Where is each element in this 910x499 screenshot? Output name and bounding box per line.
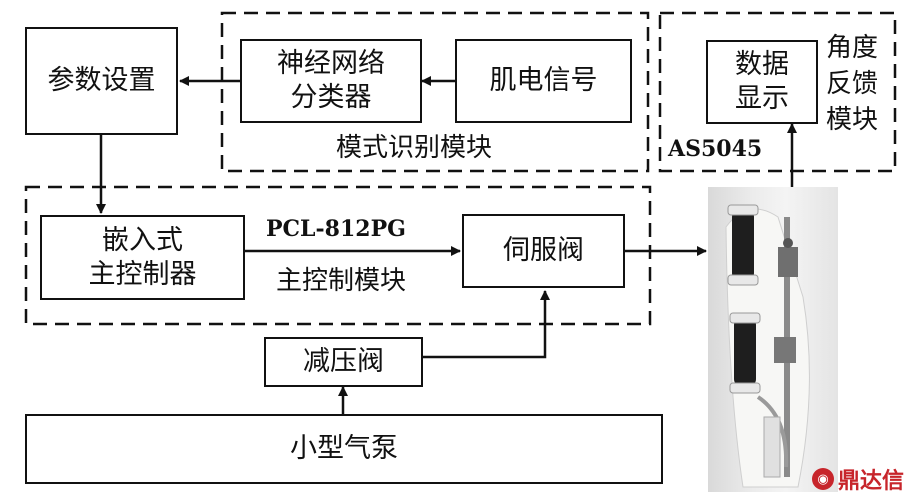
nn-classifier-label: 神经网络 分类器 — [277, 48, 385, 113]
small-air-pump-block: 小型气泵 — [25, 414, 663, 484]
main-control-label: 主控制模块 — [276, 266, 407, 296]
watermark-text: 鼎达信 — [837, 469, 904, 494]
data-display-block: 数据 显示 — [706, 40, 818, 124]
watermark-logo-icon: ◉ — [811, 468, 834, 490]
pressure-reducing-valve-label: 减压阀 — [303, 346, 384, 377]
small-air-pump-label: 小型气泵 — [290, 433, 398, 464]
emg-signal-block: 肌电信号 — [455, 39, 632, 123]
pressure-reducing-valve-block: 减压阀 — [264, 337, 423, 387]
pattern-recognition-frame — [220, 11, 650, 173]
daq-card-label: PCL-812PG — [266, 216, 406, 242]
servo-valve-block: 伺服阀 — [462, 214, 625, 288]
watermark: ◉ 鼎达信 — [811, 463, 904, 495]
param-setting-label: 参数设置 — [47, 65, 156, 96]
data-display-label: 数据 显示 — [735, 49, 789, 114]
emg-signal-label: 肌电信号 — [489, 65, 598, 96]
sensor-label: AS5045 — [668, 136, 763, 162]
angle-feedback-frame — [658, 11, 897, 173]
arrow-reducer-to-servo — [423, 290, 550, 359]
angle-feedback-label: 角度 反馈 模块 — [826, 33, 879, 135]
param-setting-block: 参数设置 — [25, 27, 178, 135]
pattern-recognition-label: 模式识别模块 — [336, 133, 493, 163]
main-control-frame — [24, 185, 652, 326]
nn-classifier-block: 神经网络 分类器 — [240, 39, 422, 123]
exoskeleton-device-photo — [708, 187, 838, 492]
embedded-controller-label: 嵌入式 主控制器 — [88, 224, 197, 290]
device-illustration — [725, 204, 810, 488]
servo-valve-label: 伺服阀 — [503, 235, 584, 266]
embedded-controller-block: 嵌入式 主控制器 — [40, 215, 245, 300]
